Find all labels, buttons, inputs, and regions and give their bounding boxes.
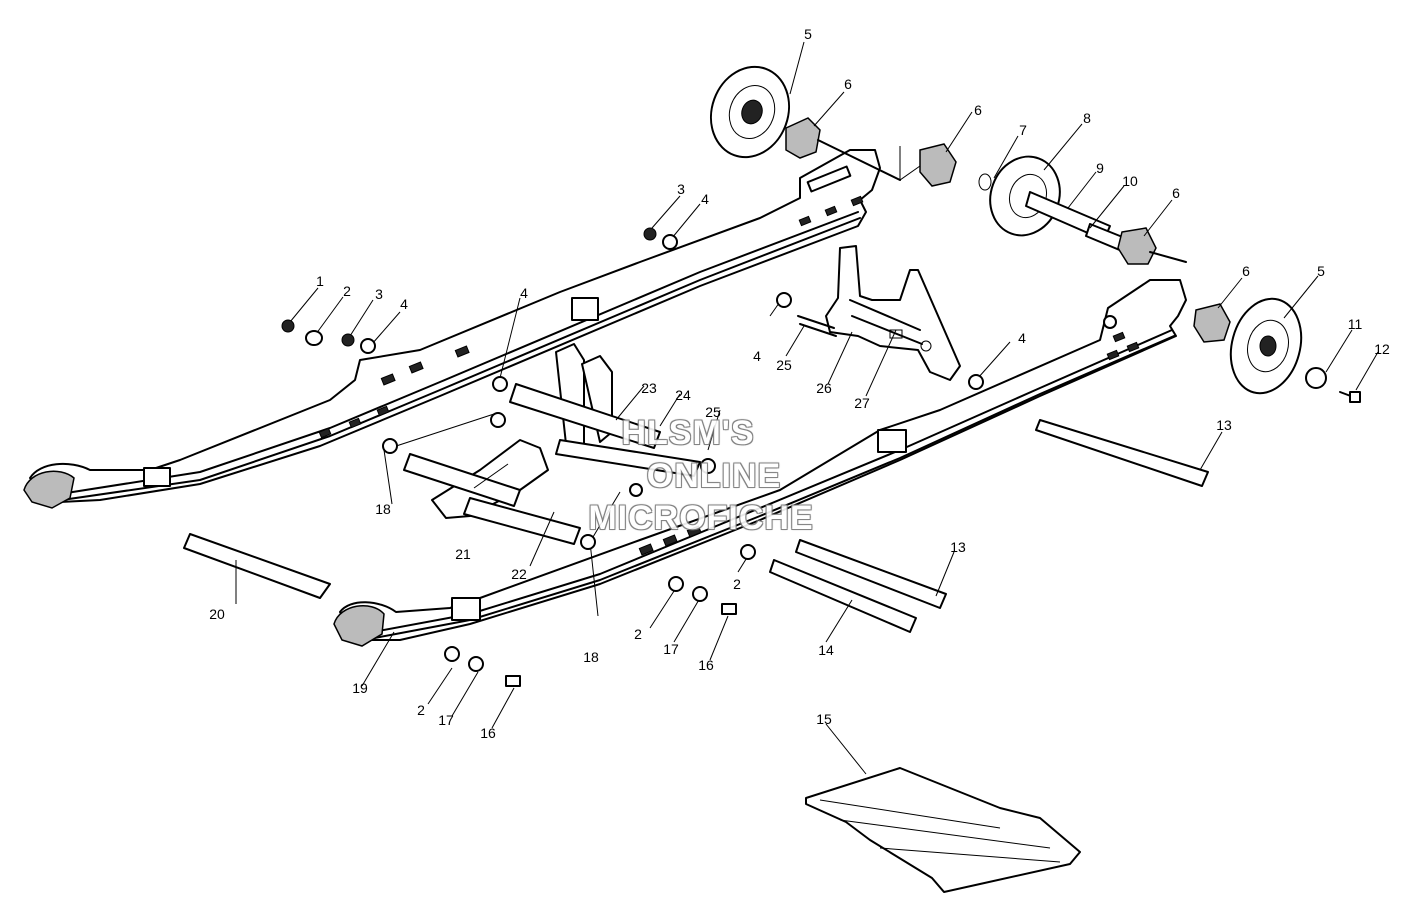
callout-26: 26 (816, 380, 832, 396)
callout-17: 17 (663, 641, 679, 657)
callout-16: 16 (480, 725, 496, 741)
callout-20: 20 (209, 606, 225, 622)
callout-3: 3 (677, 181, 685, 197)
callout-10: 10 (1122, 173, 1138, 189)
callout-2: 2 (417, 702, 425, 718)
callout-2: 2 (343, 283, 351, 299)
callout-25: 25 (776, 357, 792, 373)
callout-27: 27 (854, 395, 870, 411)
callout-6: 6 (844, 76, 852, 92)
callout-25: 25 (705, 404, 721, 420)
callout-16: 16 (698, 657, 714, 673)
rear-scissor-bracket (797, 245, 961, 381)
callout-14: 14 (818, 642, 834, 658)
watermark-line-3: MICROFICHE (588, 499, 814, 537)
wheel-axle-assembly (919, 143, 1187, 265)
watermark-line-2: ONLINE (646, 457, 782, 495)
idler-wheel-rear (709, 65, 921, 181)
callout-5: 5 (1317, 263, 1325, 279)
callout-23: 23 (641, 380, 657, 396)
callout-2: 2 (634, 626, 642, 642)
callout-7: 7 (1019, 122, 1027, 138)
callout-13: 13 (1216, 417, 1232, 433)
callout-18: 18 (583, 649, 599, 665)
callout-4: 4 (753, 348, 761, 364)
callout-18: 18 (375, 501, 391, 517)
track-section (805, 767, 1081, 893)
fasteners (281, 227, 984, 687)
callout-4: 4 (1018, 330, 1026, 346)
callout-4: 4 (520, 285, 528, 301)
callout-5: 5 (804, 26, 812, 42)
torque-arm (403, 439, 581, 545)
callout-4: 4 (400, 296, 408, 312)
callout-6: 6 (1172, 185, 1180, 201)
callout-9: 9 (1096, 160, 1104, 176)
left-rail (23, 149, 881, 509)
callout-3: 3 (375, 286, 383, 302)
callout-21: 21 (455, 546, 471, 562)
callout-15: 15 (816, 711, 832, 727)
callout-11: 11 (1347, 316, 1363, 332)
idler-wheel-front (1193, 297, 1361, 403)
cross-shafts (183, 419, 1209, 633)
callout-17: 17 (438, 712, 454, 728)
right-rail (333, 279, 1187, 647)
callout-4: 4 (701, 191, 709, 207)
callout-1: 1 (316, 273, 324, 289)
callout-22: 22 (511, 566, 527, 582)
front-scissor-arm (509, 343, 701, 477)
callout-12: 12 (1374, 341, 1390, 357)
callout-13: 13 (950, 539, 966, 555)
callout-8: 8 (1083, 110, 1091, 126)
callout-6: 6 (1242, 263, 1250, 279)
callout-19: 19 (352, 680, 368, 696)
callout-2: 2 (733, 576, 741, 592)
callout-24: 24 (675, 387, 691, 403)
watermark-line-1: HLSM'S (621, 414, 755, 452)
callout-6: 6 (974, 102, 982, 118)
